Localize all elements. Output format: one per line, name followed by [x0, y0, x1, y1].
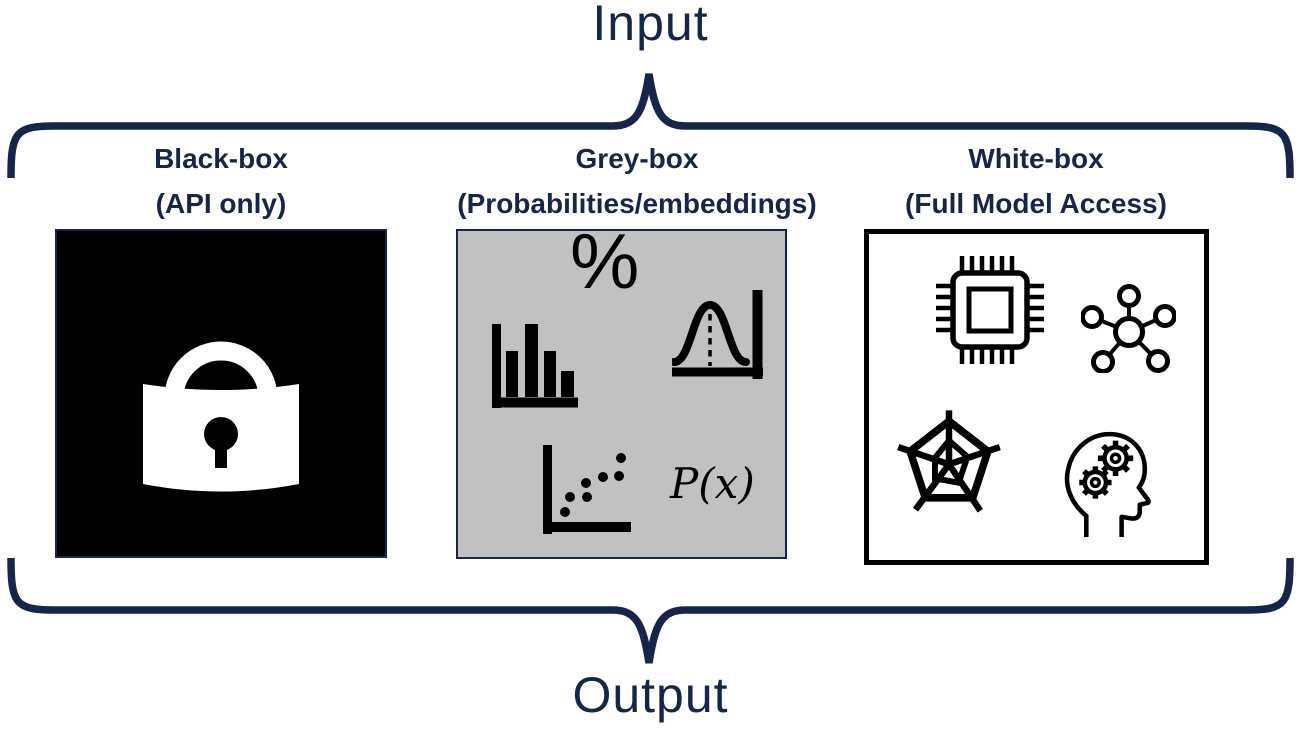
probability-formula: P(x) [670, 459, 755, 508]
gear-icon [1079, 466, 1112, 499]
output-label: Output [572, 667, 729, 723]
column-label-black-box: Black-box (API only) [11, 136, 431, 226]
percent-symbol: % [570, 217, 640, 305]
head-gears-icon [1064, 431, 1151, 537]
black-box-panel [55, 229, 387, 558]
network-nodes-icon [1081, 284, 1176, 373]
radar-chart-icon [897, 410, 1001, 513]
white-box-title: White-box [968, 143, 1104, 174]
bell-curve-icon [672, 290, 763, 379]
column-label-grey-box: Grey-box (Probabilities/embeddings) [427, 136, 847, 226]
gear-icon [1097, 440, 1134, 476]
input-label: Input [592, 0, 709, 51]
cpu-chip-icon [936, 256, 1044, 364]
grey-box-panel: % P(x) [456, 221, 787, 559]
white-box-subtitle: (Full Model Access) [905, 188, 1167, 219]
white-box-panel [864, 229, 1209, 565]
scatter-plot-icon [543, 445, 631, 534]
bar-chart-icon [492, 324, 578, 408]
lock-icon [143, 341, 299, 491]
column-label-white-box: White-box (Full Model Access) [826, 136, 1246, 226]
output-brace [7, 557, 1294, 664]
grey-box-title: Grey-box [575, 143, 699, 174]
black-box-subtitle: (API only) [155, 188, 287, 219]
black-box-title: Black-box [154, 143, 288, 174]
grey-box-subtitle: (Probabilities/embeddings) [457, 188, 817, 219]
